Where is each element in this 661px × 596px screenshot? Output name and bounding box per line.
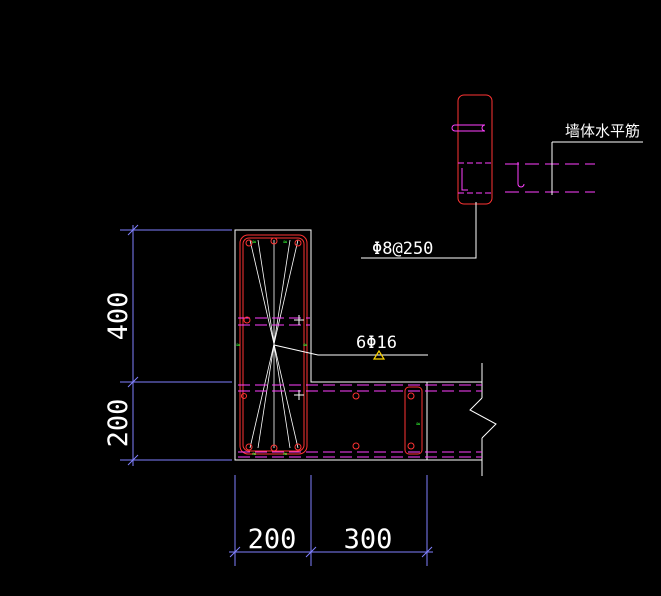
- crosshair-markers: [294, 315, 304, 400]
- triangle-marker: [372, 349, 386, 360]
- svg-text:≈: ≈: [252, 238, 256, 246]
- svg-text:≈: ≈: [252, 450, 256, 458]
- wall-horizontal-rebar-label: 墙体水平筋: [565, 122, 640, 140]
- dim-horizontal-300: 300: [344, 524, 393, 555]
- main-rebar-label: 6Φ16: [356, 333, 397, 353]
- dim-horizontal-200: 200: [248, 524, 297, 555]
- concrete-outline: [234, 229, 497, 476]
- svg-text:≈: ≈: [283, 450, 287, 458]
- dim-vertical-200: 200: [103, 399, 134, 448]
- svg-text:≈: ≈: [303, 341, 307, 349]
- rebar-dots: [241, 237, 415, 452]
- tie-spec-label: Φ8@250: [372, 239, 433, 259]
- wall-section-detail: [361, 94, 643, 259]
- dim-vertical-400: 400: [103, 292, 134, 341]
- dimension-lines: [120, 224, 433, 566]
- horizontal-rebars: [238, 317, 482, 458]
- svg-text:≈: ≈: [416, 420, 420, 428]
- svg-text:≈: ≈: [283, 238, 287, 246]
- cross-ties: [249, 239, 299, 449]
- tie-marks: ≈ ≈ ≈ ≈ ≈ ≈ ≈: [236, 238, 420, 458]
- svg-text:≈: ≈: [236, 341, 240, 349]
- main-rebar-leader: [273, 344, 428, 356]
